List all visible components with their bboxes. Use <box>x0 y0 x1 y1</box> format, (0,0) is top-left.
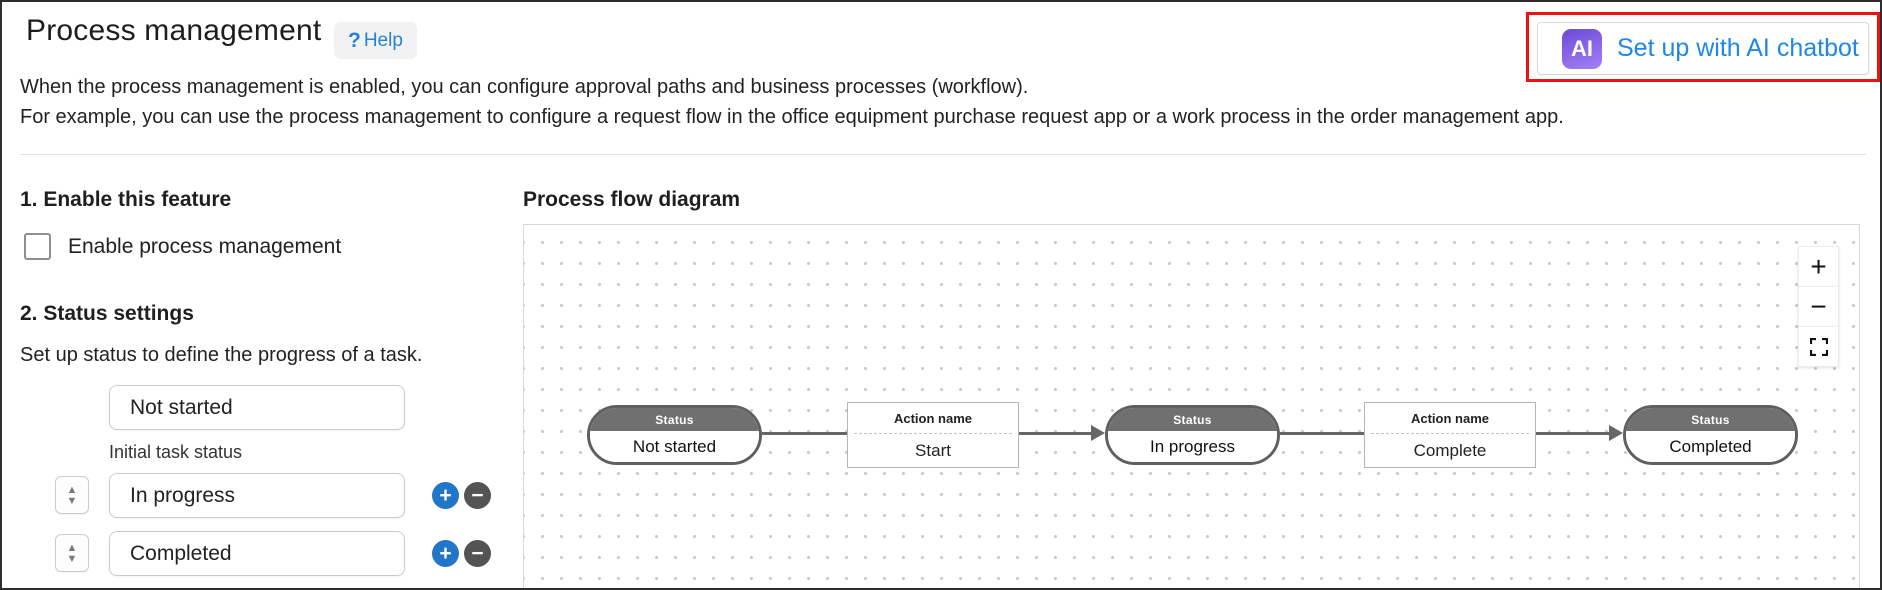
status-input-completed[interactable] <box>109 531 405 576</box>
status-settings-heading: 2. Status settings <box>20 302 194 325</box>
ai-button-label: Set up with AI chatbot <box>1617 34 1859 62</box>
action-node-label: Complete <box>1413 440 1487 460</box>
process-flow-diagram-heading: Process flow diagram <box>523 188 741 211</box>
status-node-label: In progress <box>1108 431 1277 462</box>
action-node-header: Action name <box>893 410 972 426</box>
status-node-header: Status <box>590 408 759 431</box>
reorder-handle[interactable]: ▲ ▼ <box>55 534 89 572</box>
action-node-separator <box>1371 433 1529 434</box>
status-node-completed: Status Completed <box>1623 405 1798 465</box>
status-settings-subtitle: Set up status to define the progress of … <box>20 344 423 366</box>
help-link[interactable]: ? Help <box>334 22 417 59</box>
zoom-in-button[interactable]: + <box>1798 246 1839 287</box>
status-node-label: Not started <box>590 431 759 462</box>
header-divider <box>20 154 1866 155</box>
flow-edge <box>1019 432 1091 435</box>
red-highlight-annotation: AI Set up with AI chatbot <box>1526 12 1880 82</box>
action-node-complete: Action name Complete <box>1364 402 1536 468</box>
status-node-header: Status <box>1108 408 1277 431</box>
enable-process-management-checkbox[interactable] <box>24 233 51 260</box>
remove-status-button[interactable]: − <box>464 540 491 567</box>
fullscreen-button[interactable] <box>1798 326 1839 367</box>
status-node-in-progress: Status In progress <box>1105 405 1280 465</box>
reorder-handle[interactable]: ▲ ▼ <box>55 476 89 514</box>
action-node-label: Start <box>915 440 951 460</box>
arrow-down-icon: ▼ <box>66 552 78 565</box>
add-status-button[interactable]: + <box>432 482 459 509</box>
ai-chatbot-icon: AI <box>1562 28 1602 69</box>
enable-checkbox-label[interactable]: Enable process management <box>68 235 342 258</box>
action-node-start: Action name Start <box>847 402 1019 468</box>
action-node-header: Action name <box>1410 410 1489 426</box>
enable-feature-heading: 1. Enable this feature <box>20 188 232 211</box>
arrow-down-icon: ▼ <box>66 494 78 507</box>
arrow-up-icon: ▲ <box>66 483 78 496</box>
description-line-2: For example, you can use the process man… <box>20 106 1564 128</box>
status-node-not-started: Status Not started <box>587 405 762 465</box>
flow-edge <box>1536 432 1609 435</box>
description-line-1: When the process management is enabled, … <box>20 76 1029 98</box>
action-node-separator <box>854 433 1012 434</box>
flow-edge <box>1280 432 1364 435</box>
process-flow-diagram-canvas[interactable]: + − Status Not started Action name Start… <box>523 224 1860 588</box>
help-label: Help <box>363 29 403 51</box>
flow-edge <box>762 432 847 435</box>
page-title: Process management <box>26 14 322 47</box>
zoom-out-button[interactable]: − <box>1798 286 1839 327</box>
flow-edge-arrowhead <box>1609 425 1623 441</box>
arrow-up-icon: ▲ <box>66 541 78 554</box>
add-status-button[interactable]: + <box>432 540 459 567</box>
initial-task-status-caption: Initial task status <box>109 442 243 462</box>
status-node-label: Completed <box>1626 431 1795 462</box>
fullscreen-icon <box>1809 337 1828 356</box>
flow-edge-arrowhead <box>1091 425 1105 441</box>
remove-status-button[interactable]: − <box>464 482 491 509</box>
setup-with-ai-chatbot-button[interactable]: AI Set up with AI chatbot <box>1537 22 1869 75</box>
diagram-zoom-controls: + − <box>1798 246 1839 367</box>
status-node-header: Status <box>1626 408 1795 431</box>
initial-status-input[interactable] <box>109 385 405 430</box>
question-mark-icon: ? <box>348 28 361 52</box>
status-input-in-progress[interactable] <box>109 473 405 518</box>
